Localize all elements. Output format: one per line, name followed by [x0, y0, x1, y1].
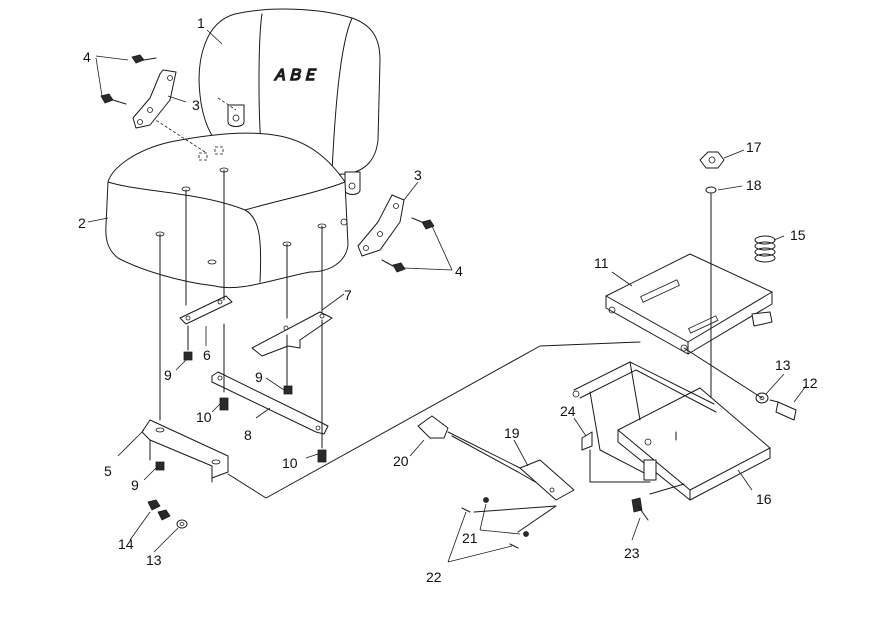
bolt-10-group — [219, 397, 327, 463]
bolt-upper-left — [100, 54, 157, 105]
callout-3: 3 — [192, 97, 200, 113]
callout-18: 18 — [746, 177, 762, 193]
shaft-23 — [631, 483, 685, 521]
callout-8: 8 — [244, 427, 252, 443]
callout-labels: 1 2 3 3 4 4 5 6 7 8 9 9 9 10 10 11 12 13… — [78, 15, 818, 585]
callout-24: 24 — [560, 403, 576, 419]
callout-12: 12 — [802, 375, 818, 391]
callout-13: 13 — [146, 552, 162, 568]
washer-18 — [705, 186, 717, 194]
callout-19: 19 — [504, 425, 520, 441]
spring-15 — [754, 235, 776, 263]
lever-19 — [447, 431, 575, 501]
callout-4: 4 — [455, 263, 463, 279]
callout-9: 9 — [164, 367, 172, 383]
washer-13-left — [176, 519, 188, 529]
bolt-9-group — [155, 351, 293, 471]
callout-10: 10 — [196, 409, 212, 425]
callout-21: 21 — [462, 530, 478, 546]
pin-24 — [581, 431, 651, 483]
callout-9: 9 — [255, 369, 263, 385]
seat-logo: ＡＢＥ — [272, 67, 317, 84]
seat-rail-8 — [211, 371, 329, 435]
bolt-lower-right — [381, 217, 435, 273]
pins-22 — [461, 507, 519, 549]
knob-17 — [699, 151, 725, 169]
callout-1: 1 — [197, 15, 205, 31]
clips-21 — [483, 497, 529, 537]
callout-15: 15 — [790, 227, 806, 243]
callout-2: 2 — [78, 215, 86, 231]
callout-11: 11 — [594, 255, 609, 271]
callout-5: 5 — [104, 463, 112, 479]
callout-7: 7 — [344, 287, 352, 303]
callout-10: 10 — [282, 455, 298, 471]
nuts-14 — [147, 499, 171, 521]
callout-22: 22 — [426, 569, 442, 585]
callout-3: 3 — [414, 167, 422, 183]
seat-cushion — [105, 132, 349, 289]
seat-base-16 — [572, 361, 771, 501]
callout-9: 9 — [131, 477, 139, 493]
callout-13: 13 — [775, 357, 791, 373]
callout-20: 20 — [393, 453, 409, 469]
seat-plate-7 — [251, 311, 333, 357]
seat-plate-6 — [179, 295, 233, 325]
callout-14: 14 — [118, 536, 134, 552]
callout-4: 4 — [83, 49, 91, 65]
hinge-bracket-left — [132, 69, 177, 129]
bolt-12 — [769, 399, 797, 421]
callout-23: 23 — [624, 545, 640, 561]
slide-rail-11 — [605, 253, 773, 355]
hinge-bracket-right — [357, 194, 405, 257]
callout-6: 6 — [203, 347, 211, 363]
callout-16: 16 — [756, 491, 772, 507]
leader-lines — [87, 29, 807, 563]
mount-bracket-5 — [141, 419, 229, 483]
callout-17: 17 — [746, 139, 762, 155]
lever-grip-20 — [417, 415, 449, 439]
